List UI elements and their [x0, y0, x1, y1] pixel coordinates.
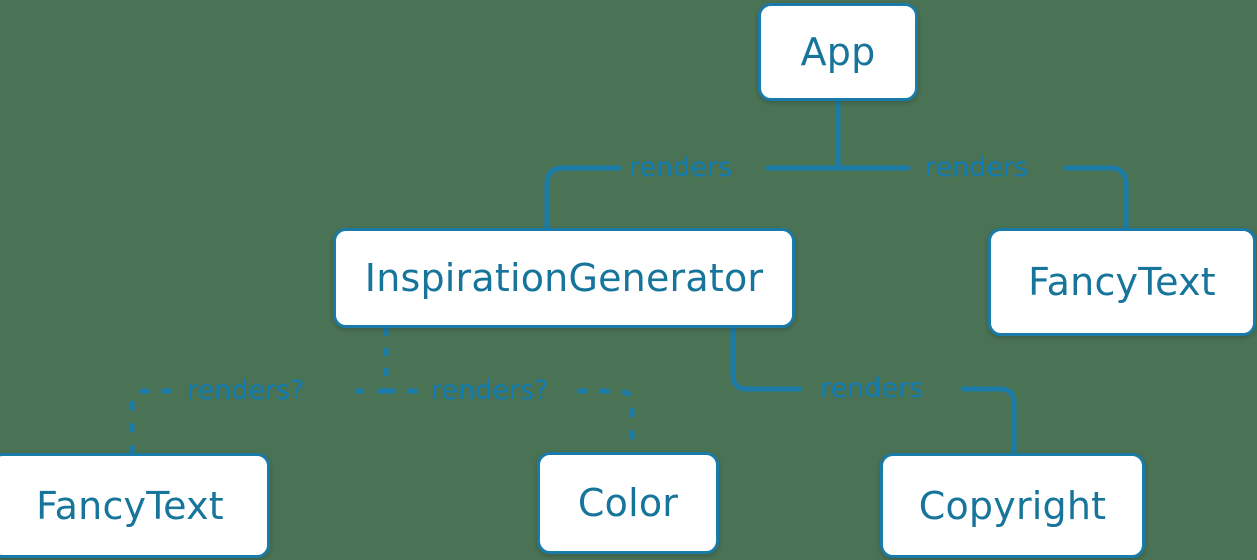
node-fancytext-bottom-label: FancyText [36, 483, 224, 528]
node-color-label: Color [577, 481, 679, 525]
node-copyright[interactable]: Copyright [880, 453, 1145, 558]
edge-label-inspiration-copyright: renders [813, 375, 931, 402]
edge-app-to-inspiration [544, 165, 841, 231]
edge-label-inspiration-fancytext: renders? [180, 377, 312, 404]
node-fancytext-top[interactable]: FancyText [988, 228, 1256, 336]
edge-inspiration-to-fancytext [129, 388, 386, 453]
edge-label-inspiration-color: renders? [424, 377, 556, 404]
edge-label-app-inspiration: renders [622, 154, 740, 181]
node-copyright-label: Copyright [918, 483, 1107, 528]
node-fancytext-bottom[interactable]: FancyText [0, 453, 270, 558]
node-inspiration-generator[interactable]: InspirationGenerator [333, 228, 795, 328]
edge-inspiration-to-copyright [730, 325, 1017, 456]
node-inspiration-generator-label: InspirationGenerator [364, 256, 764, 300]
node-color[interactable]: Color [537, 452, 719, 554]
edge-app-to-fancytext [835, 165, 1129, 231]
node-app-label: App [800, 30, 876, 74]
edge-inspiration-to-color [386, 388, 635, 452]
edge-label-app-fancytext: renders [918, 154, 1036, 181]
node-app[interactable]: App [758, 3, 918, 101]
node-fancytext-top-label: FancyText [1028, 260, 1216, 304]
